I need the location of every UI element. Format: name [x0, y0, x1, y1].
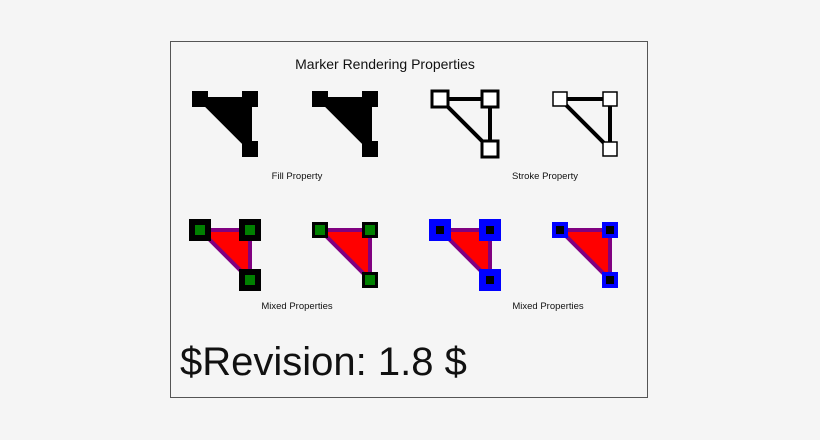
fill-marker-square: [362, 141, 378, 157]
mixed-marker-inner: [486, 276, 494, 284]
mixed-marker-inner: [245, 225, 255, 235]
stroke-marker-square: [552, 91, 568, 107]
mixed-marker-inner: [365, 225, 375, 235]
stroke-marker-square: [480, 89, 500, 109]
mixed-marker-inner: [486, 226, 494, 234]
figure-frame: [170, 41, 648, 398]
fill-marker-large: [192, 91, 258, 157]
fill-marker-small: [312, 91, 378, 157]
mixed-marker-inner: [195, 225, 205, 235]
fill-marker-square: [362, 91, 378, 107]
figure-title: Marker Rendering Properties: [295, 56, 475, 72]
mixed-blue-marker-large: [429, 219, 501, 291]
mixed-triangle-red: [315, 228, 372, 285]
fill-marker-square: [242, 91, 258, 107]
mixed-marker-inner: [606, 276, 614, 284]
mixed-green-marker-large: [189, 219, 261, 291]
mixed-marker-inner: [436, 226, 444, 234]
mixed-marker-inner: [606, 226, 614, 234]
stroke-triangle-small: [555, 97, 612, 154]
mixed-triangle-red: [555, 228, 612, 285]
stroke-marker-square: [602, 141, 618, 157]
caption-fill-property: Fill Property: [271, 171, 323, 182]
mixed-triangle-red: [195, 228, 252, 285]
mixed-blue-marker-small: [552, 222, 618, 288]
caption-mixed-properties-2: Mixed Properties: [512, 301, 584, 312]
fill-triangle-large: [195, 97, 252, 154]
fill-marker-square: [192, 91, 208, 107]
stroke-marker-large: [430, 89, 500, 159]
mixed-green-marker-small: [312, 222, 378, 288]
fill-marker-square: [312, 91, 328, 107]
stroke-triangle-large: [435, 97, 492, 154]
fill-triangle-small: [315, 97, 372, 154]
mixed-marker-inner: [315, 225, 325, 235]
revision-label: $Revision: 1.8 $: [180, 340, 467, 384]
stroke-marker-square: [480, 139, 500, 159]
fill-marker-square: [242, 141, 258, 157]
mixed-triangle-red: [435, 228, 492, 285]
stroke-marker-square: [602, 91, 618, 107]
mixed-marker-inner: [556, 226, 564, 234]
caption-mixed-properties-1: Mixed Properties: [261, 301, 333, 312]
stroke-marker-small: [552, 91, 618, 157]
mixed-marker-inner: [245, 275, 255, 285]
stroke-marker-square: [430, 89, 450, 109]
caption-stroke-property: Stroke Property: [512, 171, 578, 182]
mixed-marker-inner: [365, 275, 375, 285]
